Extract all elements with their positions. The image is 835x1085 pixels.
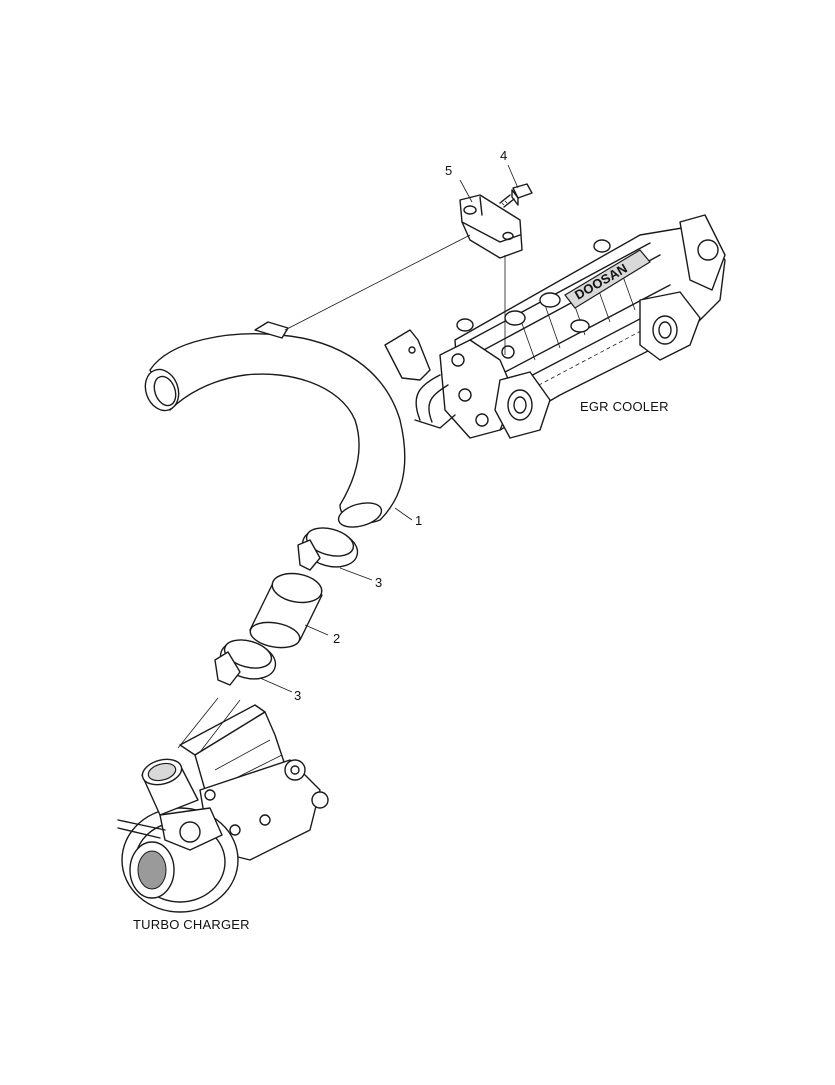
callout-clamp-lower: 3 — [294, 688, 301, 703]
pipe-part — [144, 321, 406, 528]
turbo-charger — [117, 704, 329, 913]
hose-part — [249, 572, 323, 649]
bracket-part — [459, 194, 523, 259]
clamp-lower-part — [214, 639, 277, 686]
callout-bolt: 4 — [500, 148, 507, 163]
leader-lines — [177, 164, 519, 753]
clamp-upper-part — [297, 527, 359, 571]
turbo-charger-label: TURBO CHARGER — [133, 917, 250, 932]
callout-bracket: 5 — [445, 163, 452, 178]
egr-cooler-label: EGR COOLER — [580, 399, 669, 414]
callout-clamp-upper: 3 — [375, 575, 382, 590]
bolt-part — [499, 183, 533, 208]
callouts: 1 2 3 3 4 5 — [294, 148, 507, 703]
callout-pipe: 1 — [415, 513, 422, 528]
egr-cooler: DOOSAN — [384, 214, 726, 439]
callout-hose: 2 — [333, 631, 340, 646]
